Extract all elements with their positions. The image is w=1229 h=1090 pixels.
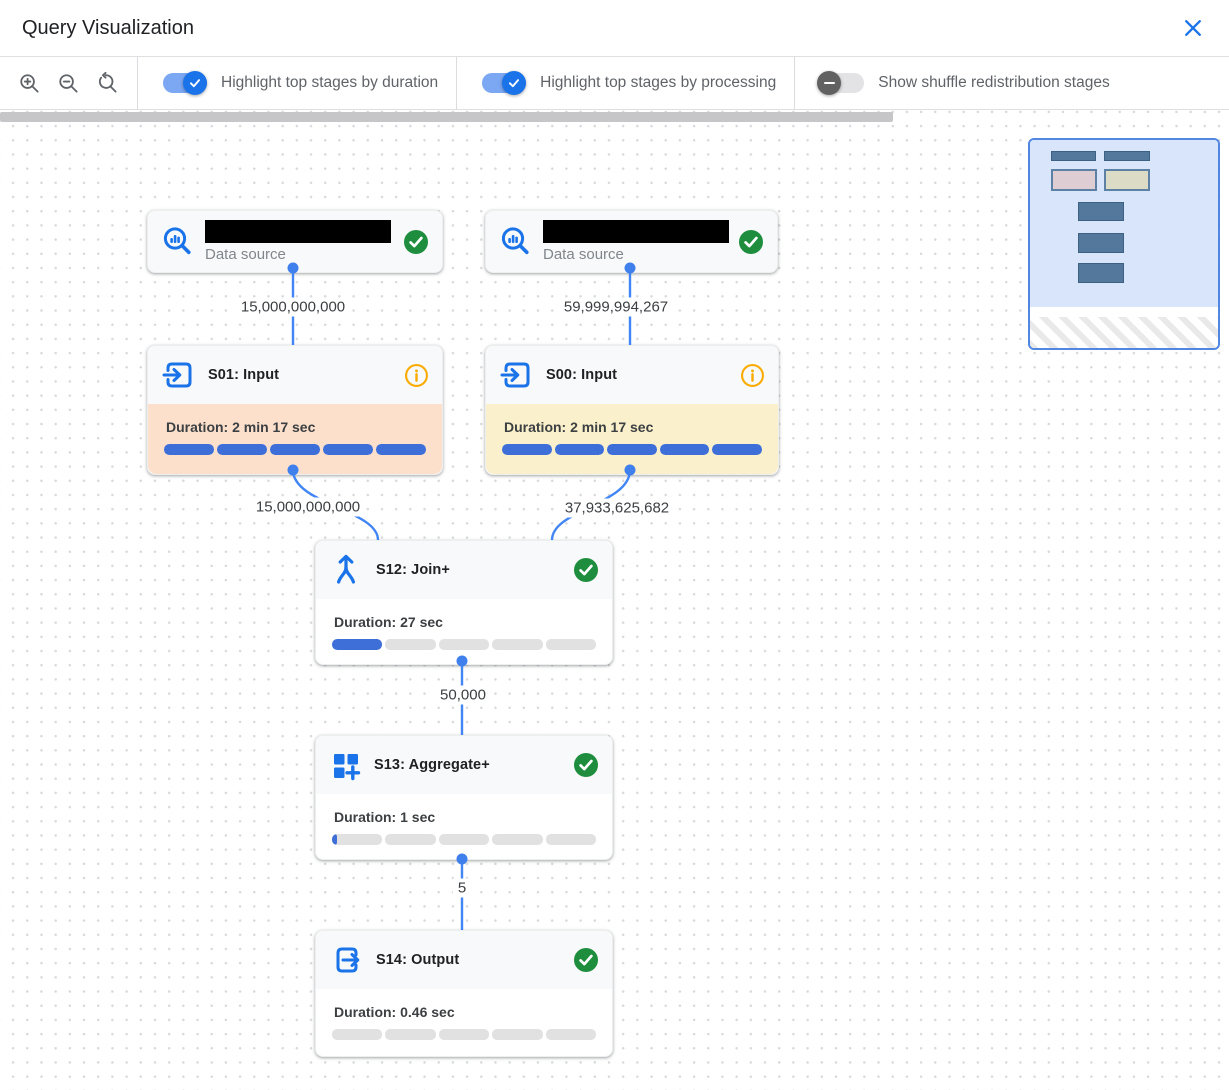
progress-bar xyxy=(502,444,762,455)
edge-row-count: 15,000,000,000 xyxy=(235,297,351,317)
minimap-node xyxy=(1078,263,1124,283)
data-source-label: Data source xyxy=(543,246,624,263)
toolbar-divider xyxy=(137,57,138,109)
zoom-controls xyxy=(0,57,137,109)
toggle-processing-group: Highlight top stages by processing xyxy=(457,57,794,109)
minimap-node xyxy=(1078,233,1124,253)
toggle-shuffle-group: Show shuffle redistribution stages xyxy=(795,57,1128,109)
data-source-node-2[interactable]: Data source xyxy=(485,210,778,273)
zoom-in-icon[interactable] xyxy=(17,71,41,95)
zoom-out-icon[interactable] xyxy=(56,71,80,95)
stage-title: S14: Output xyxy=(376,952,460,968)
input-icon xyxy=(499,358,533,392)
minimap-node xyxy=(1104,151,1150,161)
zoom-reset-icon[interactable] xyxy=(95,71,119,95)
edge-row-count: 15,000,000,000 xyxy=(250,497,366,517)
duration-label: Duration: 1 sec xyxy=(334,809,436,825)
progress-bar xyxy=(164,444,426,455)
stage-title: S01: Input xyxy=(208,367,280,383)
join-icon xyxy=(329,553,363,587)
bigquery-data-source-icon xyxy=(161,225,194,258)
input-icon xyxy=(161,358,195,392)
duration-label: Duration: 0.46 sec xyxy=(334,1004,455,1020)
check-circle-icon xyxy=(738,229,764,255)
page-title: Query Visualization xyxy=(22,16,194,39)
edge-row-count: 37,933,625,682 xyxy=(559,498,675,518)
edge-row-count: 59,999,994,267 xyxy=(558,297,674,317)
stage-node-s12[interactable]: S12: Join+ Duration: 27 sec xyxy=(315,540,613,665)
minimap-node xyxy=(1078,202,1124,221)
close-icon[interactable] xyxy=(1179,14,1207,42)
redacted-table-name xyxy=(543,220,729,243)
stage-node-s00[interactable]: S00: Input Duration: 2 min 17 sec xyxy=(485,345,779,475)
bigquery-data-source-icon xyxy=(499,225,532,258)
duration-label: Duration: 2 min 17 sec xyxy=(166,419,316,435)
redacted-table-name xyxy=(205,220,391,243)
toolbar-divider xyxy=(456,57,458,109)
edge-row-count: 5 xyxy=(452,878,472,898)
stage-node-s14[interactable]: S14: Output Duration: 0.46 sec xyxy=(315,930,613,1057)
toggle-shuffle-label: Show shuffle redistribution stages xyxy=(878,74,1110,91)
info-icon[interactable] xyxy=(404,363,429,388)
toggle-duration-group: Highlight top stages by duration xyxy=(138,57,456,109)
minimap-viewport xyxy=(1030,140,1218,307)
toggle-processing-label: Highlight top stages by processing xyxy=(540,74,777,91)
stage-title: S13: Aggregate+ xyxy=(374,757,490,773)
progress-bar xyxy=(332,834,597,845)
header: Query Visualization xyxy=(0,0,1229,57)
duration-label: Duration: 27 sec xyxy=(334,614,443,630)
minimap-node-duration-highlight xyxy=(1051,169,1097,191)
output-icon xyxy=(329,943,363,977)
info-icon[interactable] xyxy=(740,363,765,388)
graph-canvas[interactable]: Data source Data source xyxy=(0,110,1229,1090)
check-circle-icon xyxy=(573,557,599,583)
check-circle-icon xyxy=(403,229,429,255)
aggregate-icon xyxy=(329,749,361,781)
minimap-node xyxy=(1051,151,1096,161)
check-circle-icon xyxy=(573,752,599,778)
minimap-outside-hatch xyxy=(1030,317,1218,348)
stage-title: S00: Input xyxy=(546,367,618,383)
edge-row-count: 50,000 xyxy=(435,685,491,705)
toggle-duration-label: Highlight top stages by duration xyxy=(221,74,439,91)
data-source-node-1[interactable]: Data source xyxy=(147,210,443,273)
minimap[interactable] xyxy=(1028,138,1220,350)
toolbar: Highlight top stages by duration Highlig… xyxy=(0,57,1229,110)
minimap-node-processing-highlight xyxy=(1104,169,1150,191)
toolbar-divider xyxy=(794,57,796,109)
stage-title: S12: Join+ xyxy=(376,562,450,578)
check-circle-icon xyxy=(573,947,599,973)
toggle-highlight-processing[interactable] xyxy=(479,71,527,95)
progress-bar xyxy=(332,1029,597,1040)
toggle-show-shuffle[interactable] xyxy=(817,71,865,95)
data-source-label: Data source xyxy=(205,246,286,263)
toggle-highlight-duration[interactable] xyxy=(160,71,207,95)
stage-node-s13[interactable]: S13: Aggregate+ Duration: 1 sec xyxy=(315,735,613,860)
duration-label: Duration: 2 min 17 sec xyxy=(504,419,654,435)
horizontal-scrollbar[interactable] xyxy=(0,112,893,122)
stage-node-s01[interactable]: S01: Input Duration: 2 min 17 sec xyxy=(147,345,443,475)
progress-bar xyxy=(332,639,597,650)
